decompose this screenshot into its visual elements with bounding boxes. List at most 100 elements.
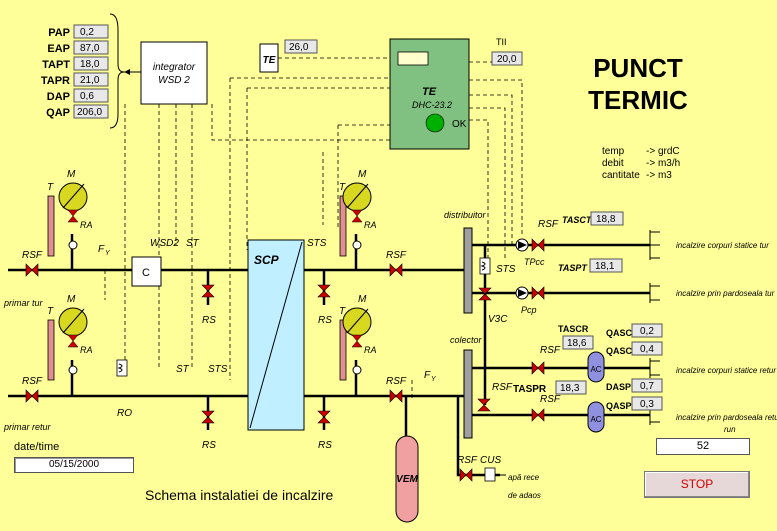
svg-text:F: F <box>98 244 105 255</box>
unit-temp-value: -> grdC <box>646 146 680 157</box>
svg-text:RA: RA <box>364 220 377 230</box>
tii-value: 20,0 <box>497 54 517 65</box>
date-field[interactable]: 05/15/2000 <box>14 457 134 473</box>
reading-tapt-label: TAPT <box>42 59 70 71</box>
reading-tapt-value: 18,0 <box>80 59 100 70</box>
ac-unit-2 <box>587 401 605 433</box>
svg-text:RO: RO <box>117 408 132 419</box>
readout-taspr: TASPR 18,3 <box>513 380 587 395</box>
svg-text:QASC: QASC <box>606 346 633 356</box>
controller-status: OK <box>452 119 467 130</box>
reading-pap: PAP 0,2 <box>48 24 109 39</box>
svg-text:M: M <box>67 294 76 305</box>
title-line2: TERMIC <box>588 85 688 115</box>
svg-text:RSF: RSF <box>540 394 561 405</box>
pipes <box>8 234 650 477</box>
sts-sensor <box>479 257 491 275</box>
circuit-pard-retur: incalzire prin pardoseala retur <box>676 413 777 422</box>
svg-text:TPcc: TPcc <box>524 257 545 267</box>
scp-label: SCP <box>254 253 280 267</box>
svg-text:AC: AC <box>590 365 601 374</box>
svg-text:RS: RS <box>318 440 332 451</box>
svg-text:QASC: QASC <box>606 328 633 338</box>
reading-pap-label: PAP <box>48 27 70 39</box>
readout-dasp: DASP 0,7 <box>606 378 663 393</box>
svg-text:M: M <box>67 169 76 180</box>
vem-label: VEM <box>396 474 418 485</box>
svg-text:T: T <box>339 182 346 193</box>
ac-unit-1 <box>587 351 605 383</box>
reading-dap-label: DAP <box>47 91 70 103</box>
svg-text:M: M <box>358 294 367 305</box>
primar-retur-label: primar retur <box>3 422 52 432</box>
reading-tapt: TAPT 18,0 <box>42 56 109 71</box>
counter-display: 52 <box>656 438 750 455</box>
svg-text:F: F <box>424 370 431 381</box>
motor-valve-3: M RA <box>342 169 377 250</box>
unit-cantitate-label: cantitate <box>602 170 640 181</box>
svg-text:RA: RA <box>80 345 93 355</box>
unit-temp-label: temp <box>602 146 625 157</box>
svg-text:TASCT: TASCT <box>562 215 593 225</box>
svg-text:STS: STS <box>307 238 327 249</box>
svg-text:T: T <box>47 182 54 193</box>
page-title: PUNCT TERMIC <box>578 52 698 116</box>
c-box <box>131 256 162 287</box>
svg-text:TASCR: TASCR <box>558 324 589 334</box>
svg-text:T: T <box>339 306 346 317</box>
svg-text:18,6: 18,6 <box>567 338 587 349</box>
motor-valve-2: M RA <box>58 294 93 375</box>
controller-model: DHC-23.2 <box>412 100 452 110</box>
cus-box <box>484 467 496 482</box>
reading-tapr-value: 21,0 <box>80 75 100 86</box>
circuit-pard-tur: incalzire prin pardoseala tur <box>676 289 775 298</box>
readings-brace <box>109 13 125 129</box>
circuit-cs-retur: incalzire corpuri statice retur <box>676 366 776 375</box>
readout-dasc: QASC 0,4 <box>606 341 663 356</box>
integrator-readings: PAP 0,2 EAP 87,0 TAPT 18,0 TAPR 21,0 DAP… <box>41 24 109 119</box>
svg-text:18,8: 18,8 <box>596 214 616 225</box>
colector-bar <box>463 349 473 439</box>
svg-text:Y: Y <box>105 250 111 257</box>
colector-label: colector <box>450 335 483 345</box>
readout-qasc: QASC 0,2 <box>606 323 663 338</box>
svg-text:TASPT: TASPT <box>558 263 588 273</box>
circuit-run: run <box>724 425 736 434</box>
distribuitor-label: distribuitor <box>444 210 487 220</box>
integrator-line1: integrator <box>153 62 196 73</box>
svg-text:RSF: RSF <box>386 250 407 261</box>
svg-text:0,2: 0,2 <box>640 326 654 337</box>
reading-tapr: TAPR 21,0 <box>41 72 109 87</box>
schema-caption: Schema instalatiei de incalzire <box>145 487 334 503</box>
svg-text:RSF: RSF <box>538 219 559 230</box>
unit-debit-value: -> m3/h <box>646 158 680 169</box>
integrator-box <box>140 41 208 105</box>
te-sensor-value: 26,0 <box>289 42 309 53</box>
reading-qap-value: 206,0 <box>77 107 102 118</box>
te-sensor-label: TE <box>263 55 276 66</box>
reading-qap: QAP 206,0 <box>46 104 109 119</box>
reading-pap-value: 0,2 <box>80 27 94 38</box>
reading-dap: DAP 0,6 <box>47 88 109 103</box>
svg-text:STS: STS <box>208 364 228 375</box>
stop-button[interactable]: STOP <box>644 471 750 498</box>
motor-valve-4: M RA <box>342 294 377 375</box>
readout-taspt: TASPT 18,1 <box>558 258 623 273</box>
svg-text:T: T <box>47 306 54 317</box>
reading-dap-value: 0,6 <box>80 91 94 102</box>
svg-text:RS: RS <box>202 440 216 451</box>
reading-eap: EAP 87,0 <box>47 40 109 55</box>
svg-text:STS: STS <box>496 264 516 275</box>
svg-text:RS: RS <box>318 315 332 326</box>
svg-text:TASPR: TASPR <box>513 384 547 395</box>
svg-text:QASP: QASP <box>606 401 632 411</box>
svg-text:RSF: RSF <box>22 250 43 261</box>
svg-text:RSF: RSF <box>540 345 561 356</box>
vem-tank <box>395 435 419 523</box>
reading-qap-label: QAP <box>46 107 70 119</box>
reading-eap-label: EAP <box>47 43 70 55</box>
ro-sensor <box>116 359 128 377</box>
title-line1: PUNCT <box>593 53 683 83</box>
